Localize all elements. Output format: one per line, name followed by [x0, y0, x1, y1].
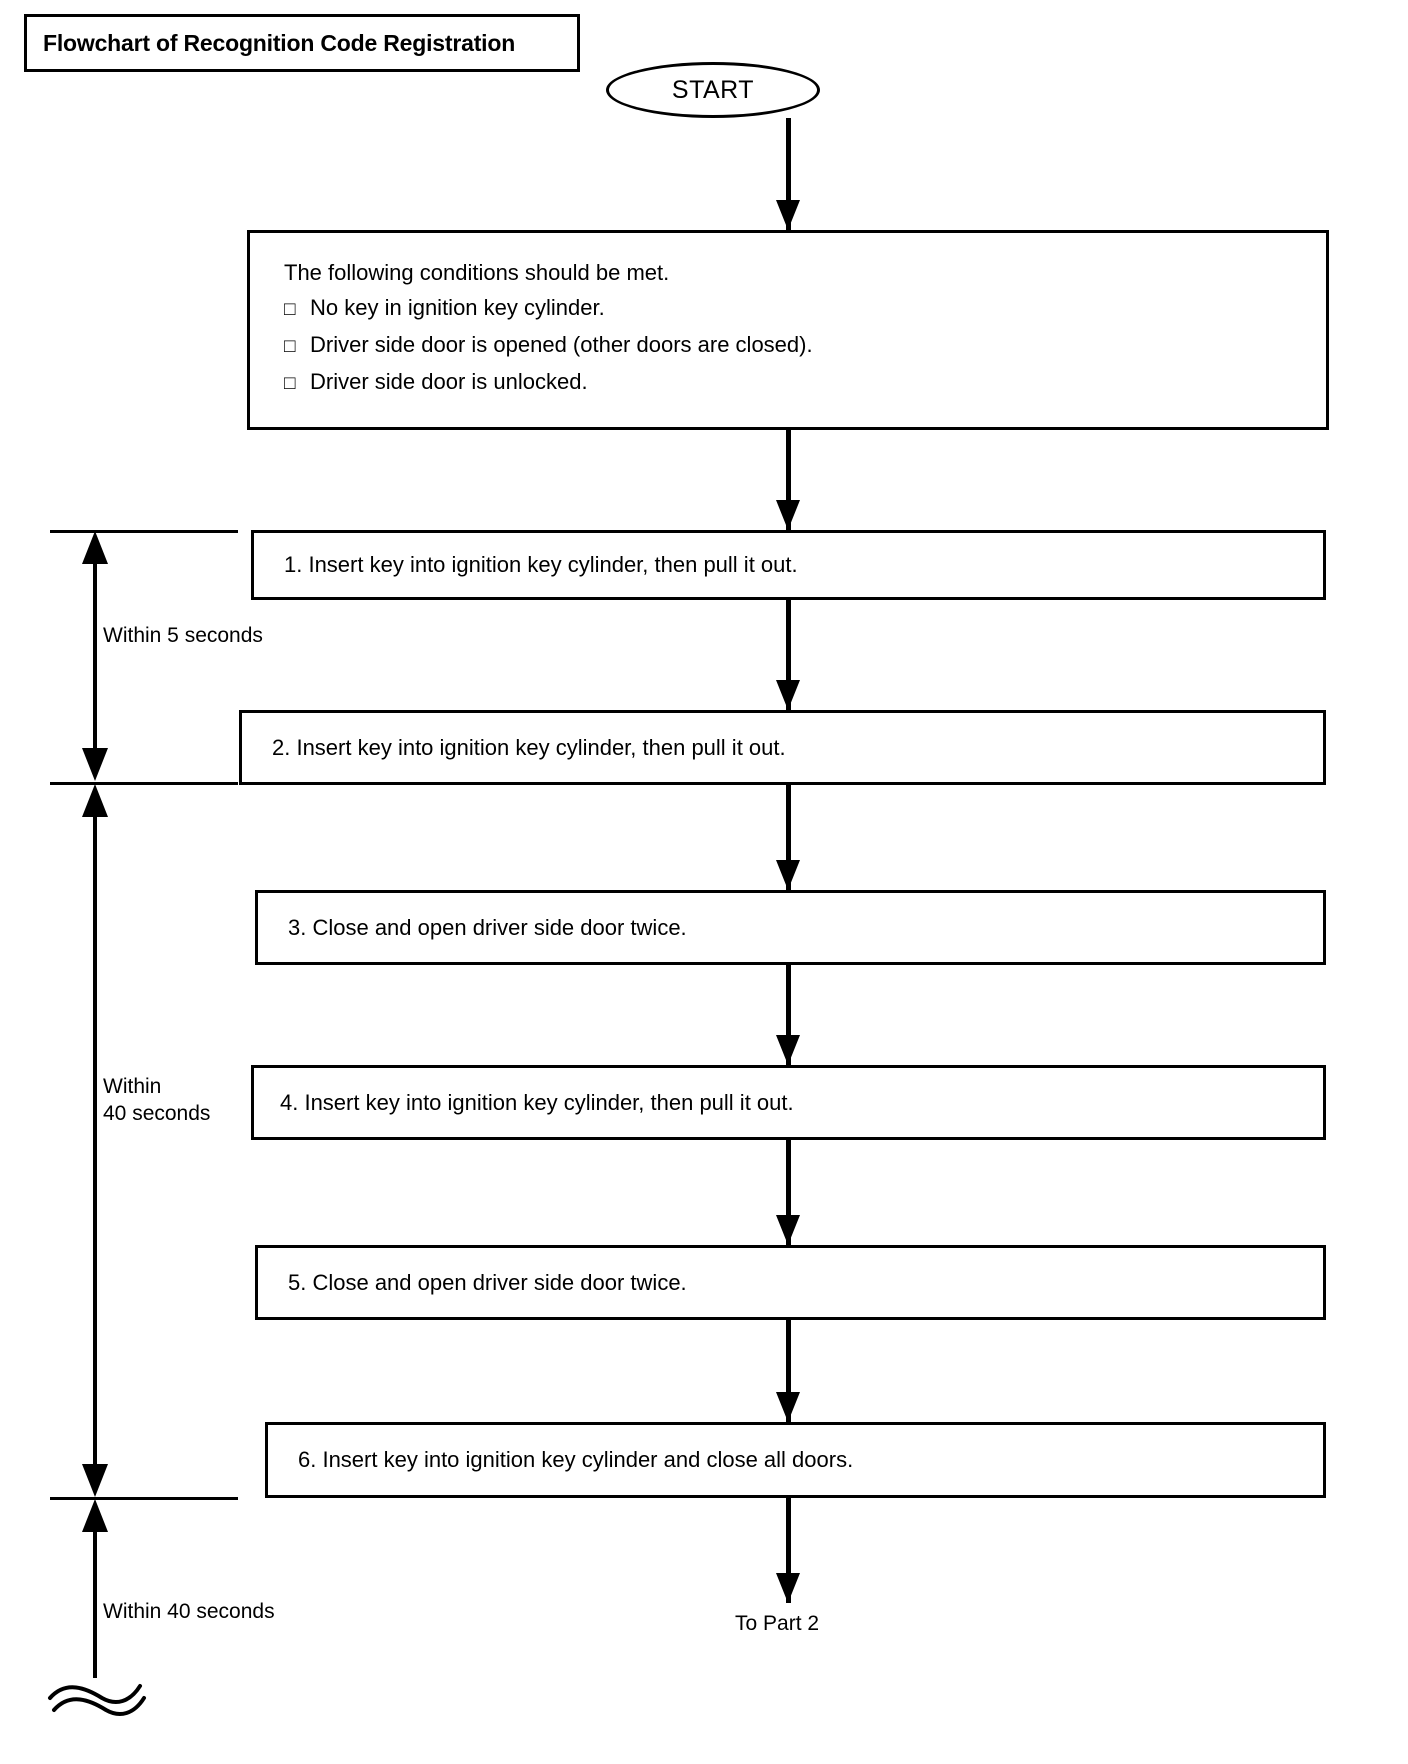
arrowhead-down-icon — [776, 1573, 800, 1603]
dimension-tick-top — [50, 530, 238, 533]
dimension-label-within-40-seconds: Within 40 seconds — [103, 1073, 210, 1127]
connector-stem — [786, 1498, 791, 1603]
title-box: Flowchart of Recognition Code Registrati… — [24, 14, 580, 72]
arrowhead-down-icon — [776, 500, 800, 530]
dimension-label-within-40-seconds-line2: 40 seconds — [103, 1102, 211, 1125]
connector-stem — [786, 1320, 791, 1422]
condition-item-2-label: Driver side door is opened (other doors … — [310, 332, 813, 357]
arrowhead-down-icon — [776, 1392, 800, 1422]
dimension-arrow-up-40s-bottom-icon — [82, 1499, 108, 1532]
step-5-label: 5. Close and open driver side door twice… — [288, 1269, 687, 1295]
step-6-label: 6. Insert key into ignition key cylinder… — [298, 1447, 854, 1472]
checkbox-square-icon: □ — [284, 336, 296, 357]
connector-stem — [786, 600, 791, 710]
start-label: START — [671, 75, 755, 104]
condition-item-1: □ No key in ignition key cylinder. — [284, 290, 1326, 327]
exit-connector-label: To Part 2 — [735, 1612, 820, 1635]
step-box-5: 5. Close and open driver side door twice… — [255, 1245, 1326, 1320]
page-title: Flowchart of Recognition Code Registrati… — [43, 29, 516, 56]
dimension-tick-mid — [50, 782, 238, 785]
step-1-label: 1. Insert key into ignition key cylinder… — [284, 552, 798, 577]
connector-stem — [786, 430, 791, 530]
conditions-box: The following conditions should be met. … — [247, 230, 1329, 430]
step-box-4: 4. Insert key into ignition key cylinder… — [251, 1065, 1326, 1140]
condition-item-3-label: Driver side door is unlocked. — [310, 369, 588, 394]
start-terminator: START — [606, 62, 820, 118]
dimension-arrow-up-5s-icon — [82, 531, 108, 564]
step-box-6: 6. Insert key into ignition key cylinder… — [265, 1422, 1326, 1498]
step-3-label: 3. Close and open driver side door twice… — [288, 914, 687, 940]
dimension-arrow-down-40s-icon — [82, 1464, 108, 1497]
condition-item-1-label: No key in ignition key cylinder. — [310, 295, 605, 320]
dimension-label-within-5-seconds: Within 5 seconds — [103, 624, 263, 647]
step-4-label: 4. Insert key into ignition key cylinder… — [280, 1089, 794, 1115]
checkbox-square-icon: □ — [284, 299, 296, 320]
connector-stem — [786, 1140, 791, 1245]
dimension-arrow-up-40s-icon — [82, 784, 108, 817]
conditions-heading: The following conditions should be met. — [284, 260, 670, 285]
condition-item-2: □ Driver side door is opened (other doors… — [284, 327, 1326, 364]
step-box-2: 2. Insert key into ignition key cylinder… — [239, 710, 1326, 785]
dimension-arrow-down-5s-icon — [82, 748, 108, 781]
arrowhead-down-icon — [776, 1035, 800, 1065]
step-2-label: 2. Insert key into ignition key cylinder… — [272, 734, 786, 760]
arrowhead-down-icon — [776, 680, 800, 710]
condition-item-3: □ Driver side door is unlocked. — [284, 364, 1326, 401]
checkbox-square-icon: □ — [284, 373, 296, 394]
arrowhead-down-icon — [776, 860, 800, 890]
arrowhead-down-icon — [776, 1215, 800, 1245]
dimension-stem-5s — [93, 560, 97, 750]
dimension-tick-bottom — [50, 1497, 238, 1500]
step-box-1: 1. Insert key into ignition key cylinder… — [251, 530, 1326, 600]
arrowhead-down-icon — [776, 200, 800, 230]
break-wave-icon — [48, 1684, 146, 1716]
dimension-stem-40s — [93, 812, 97, 1467]
dimension-stem-40s-bottom — [93, 1528, 97, 1678]
step-box-3: 3. Close and open driver side door twice… — [255, 890, 1326, 965]
connector-stem — [786, 118, 791, 230]
dimension-label-within-40-seconds-line1: Within — [103, 1075, 162, 1098]
connector-stem — [786, 965, 791, 1065]
dimension-label-within-40-seconds-bottom: Within 40 seconds — [103, 1600, 275, 1623]
connector-stem — [786, 785, 791, 890]
